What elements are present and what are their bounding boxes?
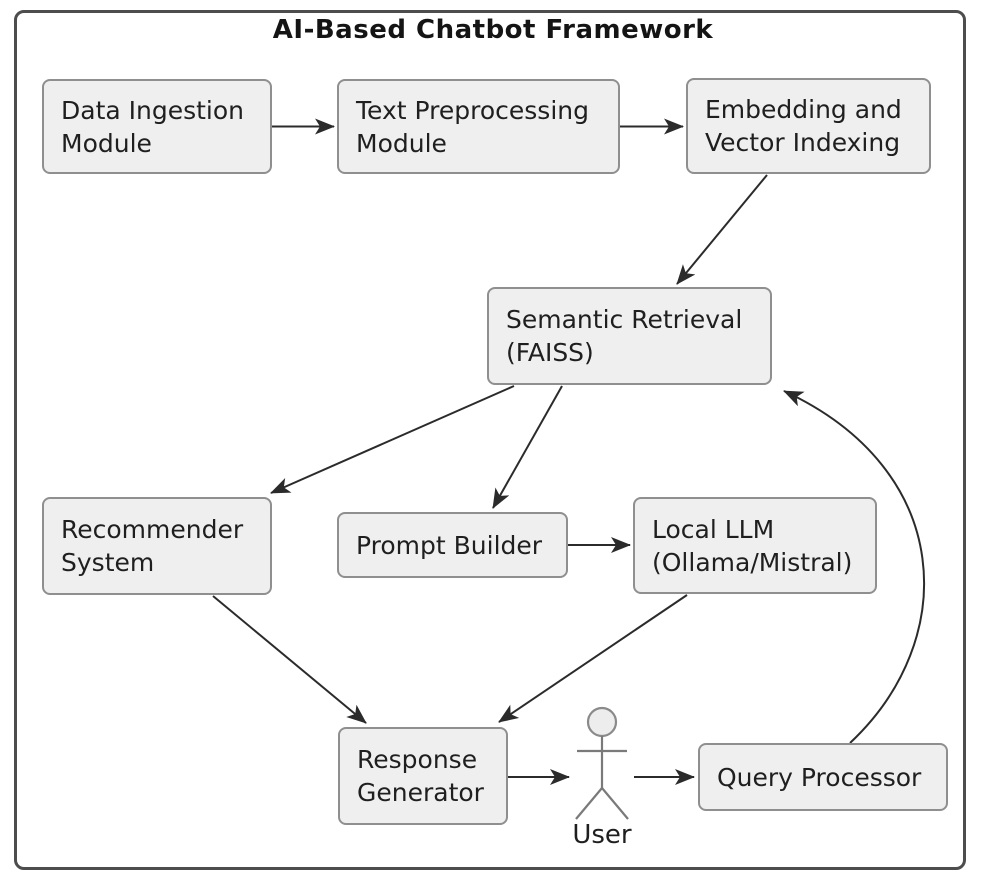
node-embedding-and-vector-indexing: Embedding and Vector Indexing [686,78,931,174]
edge-local-llm-to-response-generator [498,594,688,723]
edge-semantic-retrieval-to-prompt-builder [492,385,563,509]
node-text-preprocessing-module: Text Preprocessing Module [337,79,620,174]
node-data-ingestion-module: Data Ingestion Module [42,79,272,174]
diagram-title: AI-Based Chatbot Framework [272,15,714,45]
node-response-generator: Response Generator [338,727,508,825]
node-local-llm-ollama-mistral: Local LLM (Ollama/Mistral) [633,497,877,594]
node-query-processor: Query Processor [698,743,948,811]
node-recommender-system: Recommender System [42,497,272,595]
edge-embedding-to-semantic-retrieval [676,174,768,285]
node-prompt-builder: Prompt Builder [337,512,568,578]
edge-semantic-retrieval-to-recommender [270,385,515,494]
edge-recommender-to-response-generator [212,595,367,724]
user-actor-icon [575,706,629,820]
node-semantic-retrieval-faiss: Semantic Retrieval (FAISS) [487,287,772,385]
edge-query-processor-to-semantic-retrieval [783,390,926,744]
user-actor-label: User [572,820,632,850]
